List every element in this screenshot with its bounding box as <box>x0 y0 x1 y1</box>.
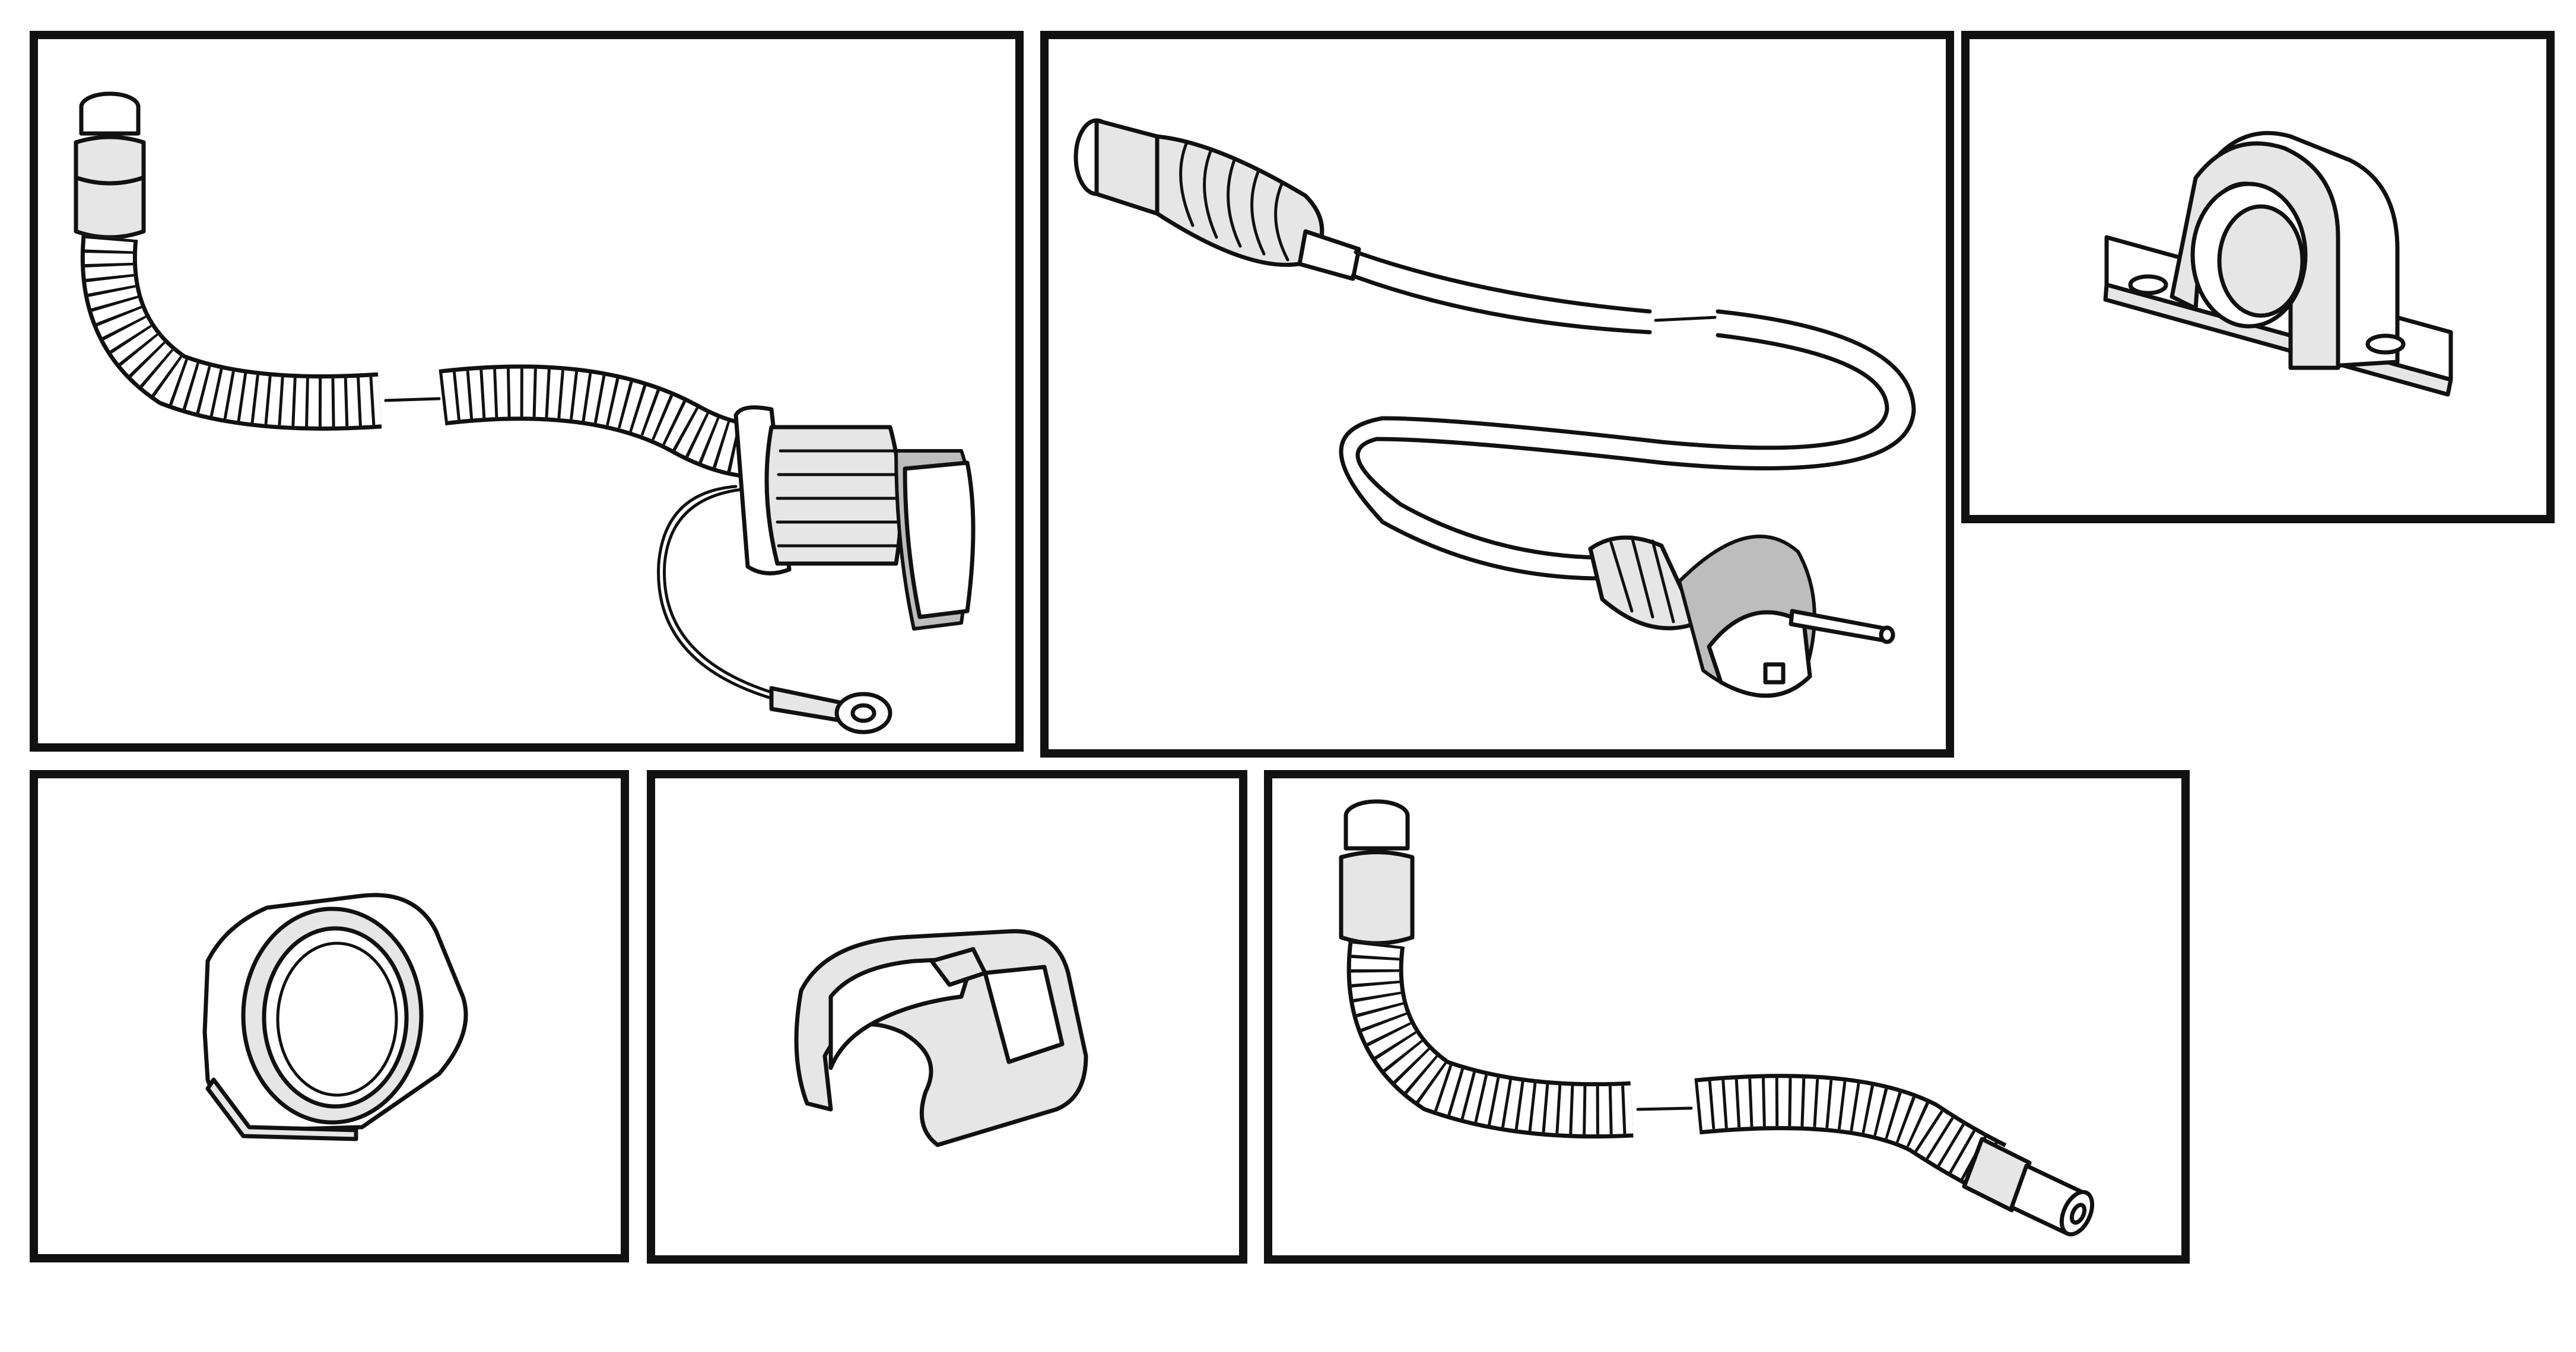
cable-clip-icon <box>794 929 1088 1147</box>
connector-cable-with-socket-icon <box>74 91 976 734</box>
hex-nut-icon <box>202 893 468 1141</box>
power-cord-with-plug-icon <box>1073 118 1916 698</box>
extension-cable-icon <box>1339 799 2095 1237</box>
mounting-bracket-icon <box>2103 131 2453 397</box>
